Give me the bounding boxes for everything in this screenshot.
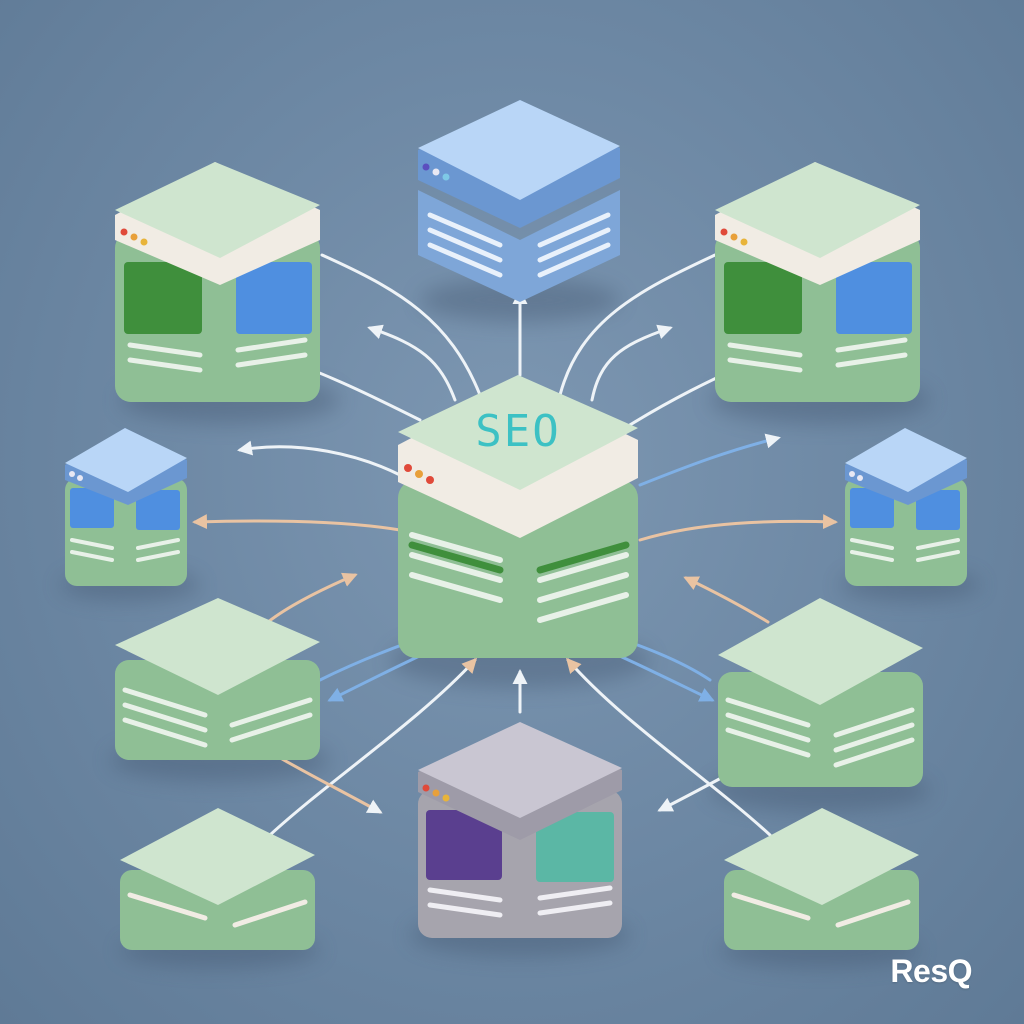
arrow-hub-to-upper-left [237, 440, 402, 477]
server-block-lower-right [718, 598, 923, 787]
arrow-hub-to-upper-right [638, 433, 781, 487]
line-top-left [320, 253, 482, 397]
arrow-bottom-left-up [268, 657, 478, 837]
arrow-bottom-right-up [566, 657, 772, 837]
hub-seo-label: SEO [475, 406, 560, 457]
server-block-lower-left [115, 598, 320, 760]
line-top-right [558, 253, 717, 397]
server-block-bottom-center [418, 722, 622, 938]
server-block-bottom-left [120, 808, 315, 950]
server-block-mid-left [65, 428, 187, 586]
arrow-lower-right-up [683, 576, 770, 624]
resq-logo: ResQ [890, 953, 972, 989]
arrow-hub-to-mid-right [638, 514, 838, 542]
server-block-top-right [715, 162, 920, 402]
server-block-mid-right [845, 428, 967, 586]
arrow-hub-to-top-left [367, 324, 457, 402]
arrow-hub-to-top-right [590, 324, 673, 402]
server-block-hub: SEO [398, 375, 638, 658]
arrow-hub-to-mid-left [192, 514, 402, 532]
server-block-bottom-right [724, 808, 919, 950]
server-block-top-center [418, 100, 620, 302]
server-block-top-left [115, 162, 320, 402]
arrow-lower-left-up [266, 572, 358, 624]
